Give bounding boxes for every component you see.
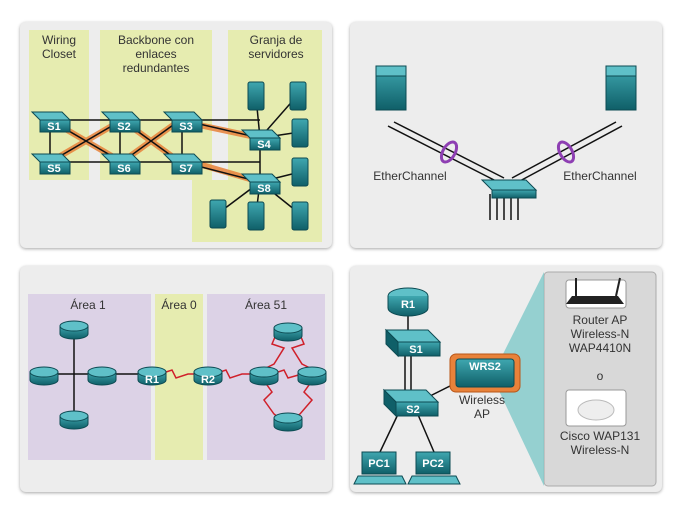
multilayer-switch-icon: [375, 65, 407, 111]
router-icon: [59, 320, 89, 340]
switch-s6-icon: S6: [100, 153, 142, 175]
router-r1-label: R1: [145, 374, 159, 386]
router-r1-icon: R1: [137, 366, 167, 386]
cisco-wap131-icon: [565, 389, 627, 427]
router-icon: [297, 366, 327, 386]
etherchannel-label-left: EtherChannel: [373, 169, 446, 183]
router-icon: [387, 287, 429, 317]
area-1-label: Área 1: [70, 297, 106, 312]
area-0-label: Área 0: [161, 297, 197, 312]
wrs2-label: WRS2: [469, 361, 501, 373]
option-2-text-line: Wireless-N: [571, 443, 630, 457]
switch-s6-label: S6: [117, 163, 130, 175]
switch-s1-icon: [384, 328, 442, 358]
backbone-text-line: redundantes: [123, 61, 190, 75]
router-icon: [273, 412, 303, 432]
option-2-text: Cisco WAP131: [560, 429, 641, 443]
switch-s3-icon: S3: [162, 111, 204, 133]
area-51-label: Área 51: [245, 297, 287, 312]
switch-s2-icon: [382, 388, 440, 418]
ospf-areas-diagram: Área 1 Área 0 Área 51 R1 R2: [28, 294, 327, 460]
server-icon: [291, 118, 309, 148]
router-label: R1: [401, 299, 415, 311]
etherchannel-diagram: EtherChannel EtherChannel: [373, 65, 637, 220]
router-icon: [273, 322, 303, 342]
option-1-text: Router AP: [573, 313, 628, 327]
server-icon: [289, 81, 307, 111]
or-label: o: [597, 369, 604, 383]
switch-s5-label: S5: [47, 163, 60, 175]
router-group: R1 R2: [29, 320, 327, 432]
switch-s7-label: S7: [179, 163, 192, 175]
router-r2-icon: R2: [193, 366, 223, 386]
server-icon: [209, 199, 227, 229]
wireless-router-icon: [449, 353, 521, 393]
option-1-text-line: Wireless-N: [571, 327, 630, 341]
server-farm-text-line: servidores: [248, 47, 303, 61]
switch-s1-label: S1: [409, 344, 422, 356]
router-ap-wap4410n-icon: [565, 277, 627, 309]
server-icon: [247, 201, 265, 231]
pc2-icon: [407, 451, 461, 485]
panel-ospf-areas: Área 1 Área 0 Área 51 R1 R2: [20, 266, 332, 492]
switch-s8-icon: S8: [240, 173, 282, 195]
pc1-icon: [353, 451, 407, 485]
server-icon: [247, 81, 265, 111]
etherchannel-links: [387, 121, 623, 220]
switch-s4-label: S4: [257, 139, 271, 151]
backbone-text: Backbone con: [118, 33, 194, 47]
switch-s2-icon: S2: [100, 111, 142, 133]
server-icon: [291, 201, 309, 231]
wireless-ap-text: Wireless: [459, 393, 505, 407]
switch-s2-label: S2: [406, 404, 419, 416]
backbone-text-line: enlaces: [135, 47, 176, 61]
server-farm-text: Granja de: [250, 33, 303, 47]
server-icon: [291, 157, 309, 187]
switch-s1-icon: S1: [30, 111, 72, 133]
switch-s4-icon: S4: [240, 129, 282, 151]
switch-s7-icon: S7: [162, 153, 204, 175]
etherchannel-label-right: EtherChannel: [563, 169, 636, 183]
router-icon: [249, 366, 279, 386]
option-1-text-line: WAP4410N: [569, 341, 631, 355]
wiring-closet-text: Wiring: [42, 33, 76, 47]
router-icon: [59, 410, 89, 430]
router-r2-label: R2: [201, 374, 215, 386]
switch-s8-label: S8: [257, 183, 270, 195]
multilayer-switch-icon: [605, 65, 637, 111]
wiring-closet-text-line: Closet: [42, 47, 77, 61]
etherchannel-ring-right: [556, 140, 576, 164]
switch-s1-label: S1: [47, 121, 60, 133]
router-icon: [87, 366, 117, 386]
panel-etherchannel: EtherChannel EtherChannel: [350, 22, 662, 248]
switch-s3-label: S3: [179, 121, 192, 133]
switch-s2-label: S2: [117, 121, 130, 133]
etherchannel-ring-left: [439, 140, 459, 164]
switch-s5-icon: S5: [30, 153, 72, 175]
router-icon: [29, 366, 59, 386]
server-icons: [209, 81, 309, 231]
pc2-label: PC2: [422, 458, 443, 470]
pc1-label: PC1: [368, 458, 389, 470]
access-switch-icon: [480, 179, 538, 199]
wireless-ap-text-line: AP: [474, 407, 490, 421]
